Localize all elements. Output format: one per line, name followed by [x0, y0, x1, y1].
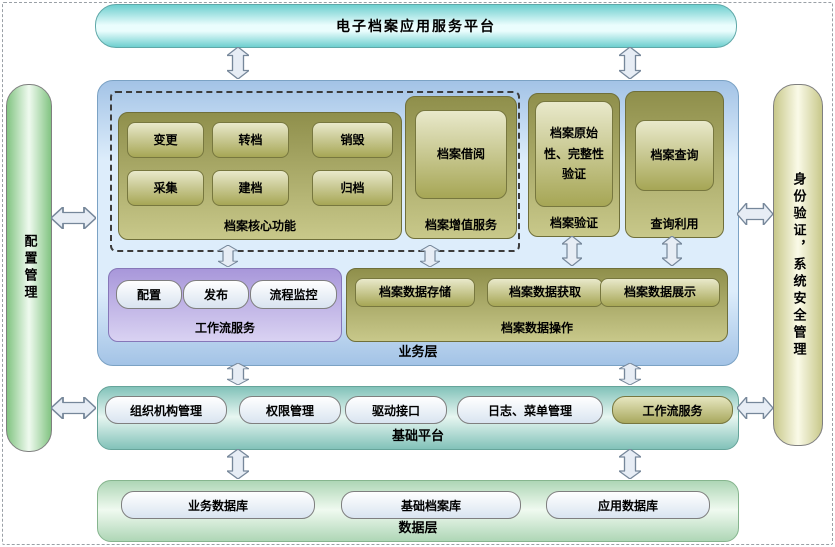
app-db-pill[interactable]: 应用数据库: [546, 491, 710, 519]
destroy-button[interactable]: 销毁: [312, 122, 393, 158]
core-area-outline: [110, 91, 520, 252]
base-archive-db-pill[interactable]: 基础档案库: [341, 491, 521, 519]
double-arrow-base-data-left: [227, 449, 249, 479]
double-arrow-base-data-right: [619, 449, 641, 479]
log-menu-pill[interactable]: 日志、菜单管理: [457, 396, 603, 424]
workflow-config-pill[interactable]: 配置: [116, 280, 182, 309]
platform-banner[interactable]: 电子档案应用服务平台: [95, 4, 737, 48]
double-arrow-banner-business-right: [619, 47, 641, 79]
double-arrow-core-workflow: [218, 245, 238, 267]
workflow-service-pill[interactable]: 工作流服务: [612, 396, 733, 424]
double-arrow-config-base: [51, 397, 96, 419]
base-platform-label: 基础平台: [391, 429, 444, 444]
query-utilization-label: 查询利用: [650, 217, 699, 231]
group-value-added-services[interactable]: 档案借阅 档案增值服务: [405, 96, 517, 239]
data-layer-panel[interactable]: 业务数据库 基础档案库 应用数据库 数据层: [97, 480, 739, 542]
double-arrow-valueadded-dataops: [420, 245, 440, 267]
double-arrow-query-dataops: [662, 236, 682, 266]
double-arrow-business-base-right: [619, 363, 641, 385]
archive-data-ops-box[interactable]: 档案数据存储 档案数据获取 档案数据展示 档案数据操作: [346, 268, 728, 342]
process-monitor-pill[interactable]: 流程监控: [250, 280, 337, 309]
base-platform-panel[interactable]: 组织机构管理 权限管理 驱动接口 日志、菜单管理 工作流服务 基础平台: [97, 386, 739, 450]
config-management-sidebar[interactable]: 配置管理: [6, 84, 52, 452]
group-core-functions[interactable]: 变更 转档 销毁 采集 建档 归档 档案核心功能: [118, 112, 402, 240]
data-fetch-button[interactable]: 档案数据获取: [487, 278, 603, 307]
data-ops-label: 档案数据操作: [500, 321, 573, 335]
collect-button[interactable]: 采集: [127, 170, 204, 206]
business-layer-label: 业务层: [398, 345, 438, 360]
workflow-publish-pill[interactable]: 发布: [183, 280, 249, 309]
driver-interface-pill[interactable]: 驱动接口: [345, 396, 447, 424]
group-query-utilization[interactable]: 档案查询 查询利用: [625, 91, 724, 238]
workflow-service-label: 工作流服务: [194, 321, 255, 335]
double-arrow-verify-dataops: [562, 236, 582, 266]
transfer-button[interactable]: 转档: [212, 122, 289, 158]
platform-banner-label: 电子档案应用服务平台: [336, 19, 496, 35]
archive-query-button[interactable]: 档案查询: [635, 120, 714, 191]
business-db-pill[interactable]: 业务数据库: [121, 491, 315, 519]
group-archive-verification[interactable]: 档案原始性、完整性验证 档案验证: [528, 93, 620, 237]
workflow-service-box[interactable]: 配置 发布 流程监控 工作流服务: [108, 268, 342, 342]
business-layer-panel[interactable]: 变更 转档 销毁 采集 建档 归档 档案核心功能 档案借阅 档案增值服务 档案原…: [97, 80, 739, 366]
config-management-label: 配置管理: [21, 234, 37, 302]
archive-button[interactable]: 归档: [312, 170, 393, 206]
double-arrow-banner-business-left: [227, 47, 249, 79]
archive-borrow-button[interactable]: 档案借阅: [415, 110, 507, 199]
integrity-verification-button[interactable]: 档案原始性、完整性验证: [535, 101, 613, 207]
double-arrow-config-business: [51, 207, 96, 229]
core-functions-label: 档案核心功能: [223, 219, 296, 233]
change-button[interactable]: 变更: [127, 122, 204, 158]
data-display-button[interactable]: 档案数据展示: [600, 278, 720, 307]
verification-label: 档案验证: [549, 216, 598, 230]
double-arrow-business-base-left: [227, 363, 249, 385]
double-arrow-base-security: [737, 397, 773, 419]
data-store-button[interactable]: 档案数据存储: [355, 278, 475, 307]
security-sidebar-label: 身份验证，系统安全管理: [790, 171, 806, 359]
permission-pill[interactable]: 权限管理: [239, 396, 341, 424]
data-layer-label: 数据层: [398, 521, 438, 536]
filing-button[interactable]: 建档: [212, 170, 289, 206]
double-arrow-business-security: [737, 203, 773, 225]
security-sidebar[interactable]: 身份验证，系统安全管理: [773, 84, 823, 446]
value-added-label: 档案增值服务: [424, 218, 497, 232]
org-management-pill[interactable]: 组织机构管理: [105, 396, 227, 424]
